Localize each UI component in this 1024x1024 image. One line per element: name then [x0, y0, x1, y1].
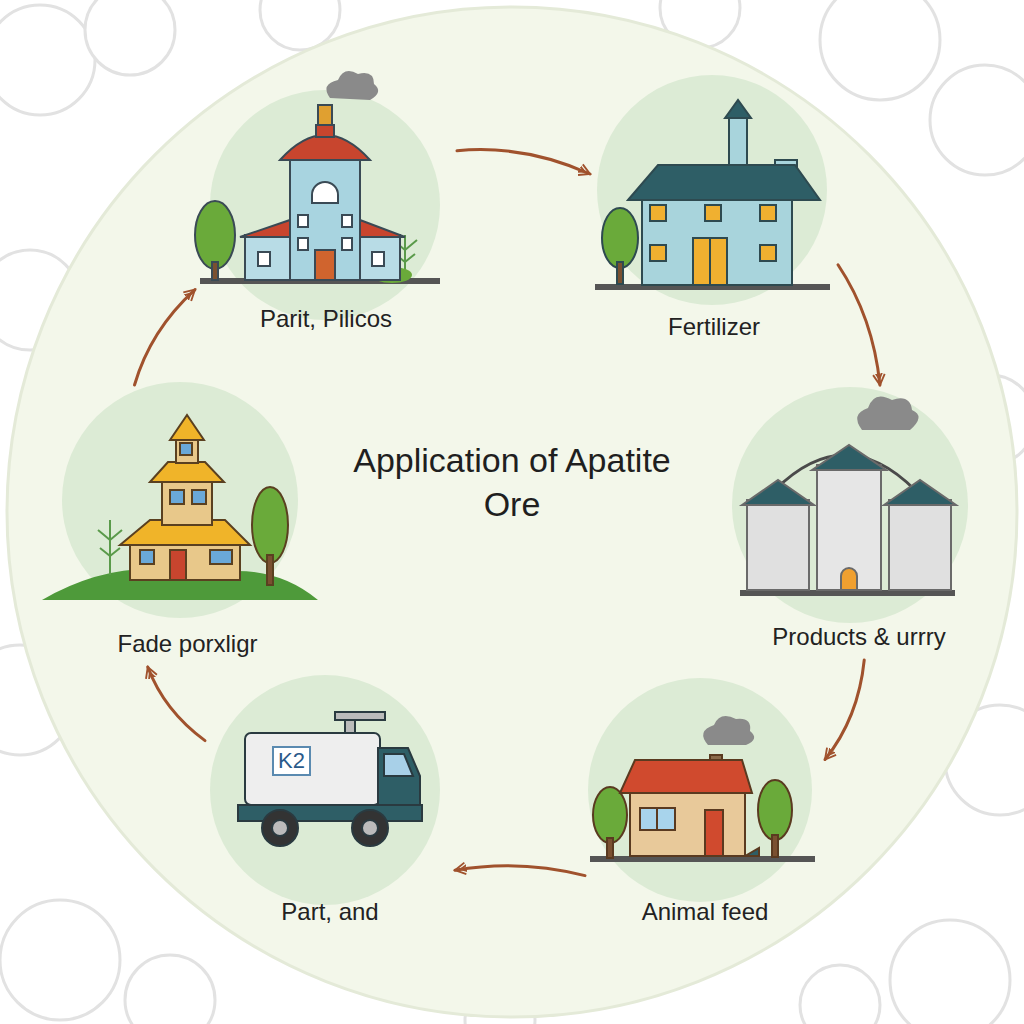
cycle-arrow — [825, 660, 864, 760]
application-node: Fertilizer — [590, 75, 838, 350]
application-node: Parit, Pilicos — [195, 80, 457, 342]
tank-marking: K2 — [272, 746, 311, 776]
cycle-arrow — [838, 265, 880, 385]
cycle-ground — [7, 7, 1017, 1017]
node-label: Part, and — [281, 898, 378, 927]
node-label: Animal feed — [642, 898, 769, 927]
application-node: Fade porxligr — [55, 385, 320, 667]
diagram-title: Application of Apatite Ore — [352, 438, 672, 526]
pagoda-house-icon — [42, 415, 318, 600]
application-node: Products & urrry — [728, 385, 990, 660]
application-node: Part, and — [205, 665, 455, 935]
icon-bubbles — [62, 75, 968, 905]
cycle-arrow — [135, 290, 196, 385]
domed-building-icon — [195, 71, 440, 284]
tanker-truck-icon — [238, 712, 422, 846]
node-label: Products & urrry — [772, 623, 945, 652]
cycle-arrow — [455, 866, 585, 876]
cycle-arrow — [457, 150, 590, 174]
silos-icon — [740, 396, 956, 596]
cycle-arrow — [148, 667, 205, 741]
node-label: Fade porxligr — [117, 630, 257, 659]
node-label: Parit, Pilicos — [260, 305, 392, 334]
farm-house-icon — [590, 716, 815, 862]
application-node: Animal feed — [585, 665, 825, 935]
factory-icon — [595, 100, 830, 290]
node-label: Fertilizer — [668, 313, 760, 342]
